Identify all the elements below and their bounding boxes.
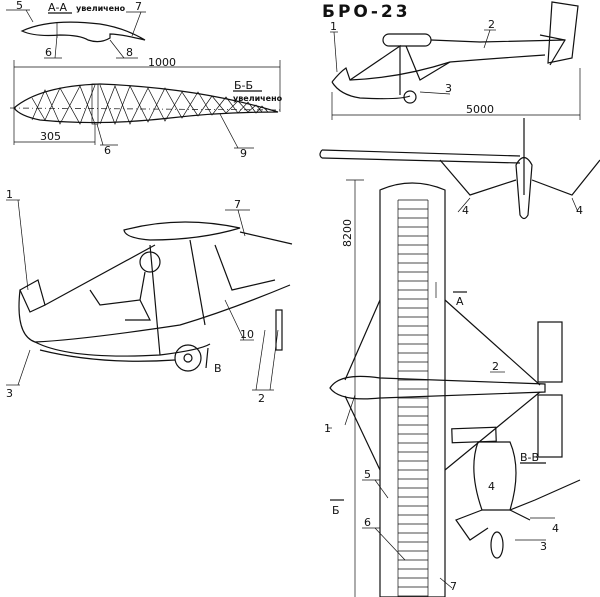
section-aa-note: увеличено (76, 4, 126, 13)
side-view-small (330, 1, 581, 120)
section-bb-note: увеличено (233, 94, 283, 103)
callout-7: 7 (135, 0, 142, 13)
dim-span: 8200 (341, 219, 354, 247)
callout-6b: 6 (104, 144, 111, 157)
callout-7c: 7 (450, 580, 457, 593)
section-vv (451, 426, 581, 559)
callout-5: 5 (16, 0, 23, 12)
callout-7b: 7 (234, 198, 241, 211)
callout-2c: 2 (492, 360, 499, 373)
dim-spar-offset: 305 (40, 130, 61, 143)
dim-length: 5000 (466, 103, 494, 116)
section-mark-a: А (456, 295, 464, 308)
callout-9: 9 (240, 147, 247, 160)
section-bb-airfoil (9, 60, 281, 149)
dim-chord: 1000 (148, 56, 176, 69)
callout-1b: 1 (6, 188, 13, 201)
front-view (319, 118, 600, 220)
callout-1: 1 (330, 20, 337, 33)
section-aa-airfoil (6, 9, 146, 59)
section-mark-b: Б (332, 504, 340, 517)
section-vv-label: В-В (520, 451, 539, 464)
callout-5b: 5 (364, 468, 371, 481)
callout-3: 3 (445, 82, 452, 95)
callout-4c: 4 (488, 480, 495, 493)
callout-4b: 4 (576, 204, 583, 217)
section-bb-label: Б-Б (234, 79, 253, 92)
callout-2: 2 (488, 18, 495, 31)
callout-8: 8 (126, 46, 133, 59)
side-view-large (6, 199, 293, 391)
callout-3c: 3 (540, 540, 547, 553)
callout-3b: 3 (6, 387, 13, 400)
section-aa-label: А-А (48, 1, 67, 14)
callout-6: 6 (45, 46, 52, 59)
callout-1c: 1 (324, 422, 331, 435)
callout-10: 10 (240, 328, 254, 341)
callout-6c: 6 (364, 516, 371, 529)
drawing-title: БРО-23 (322, 2, 411, 22)
section-mark-v: В (214, 362, 222, 375)
plan-view (327, 179, 563, 597)
callout-2b: 2 (258, 392, 265, 405)
wing-ribs (398, 199, 428, 597)
callout-4a: 4 (462, 204, 469, 217)
callout-4d: 4 (552, 522, 559, 535)
